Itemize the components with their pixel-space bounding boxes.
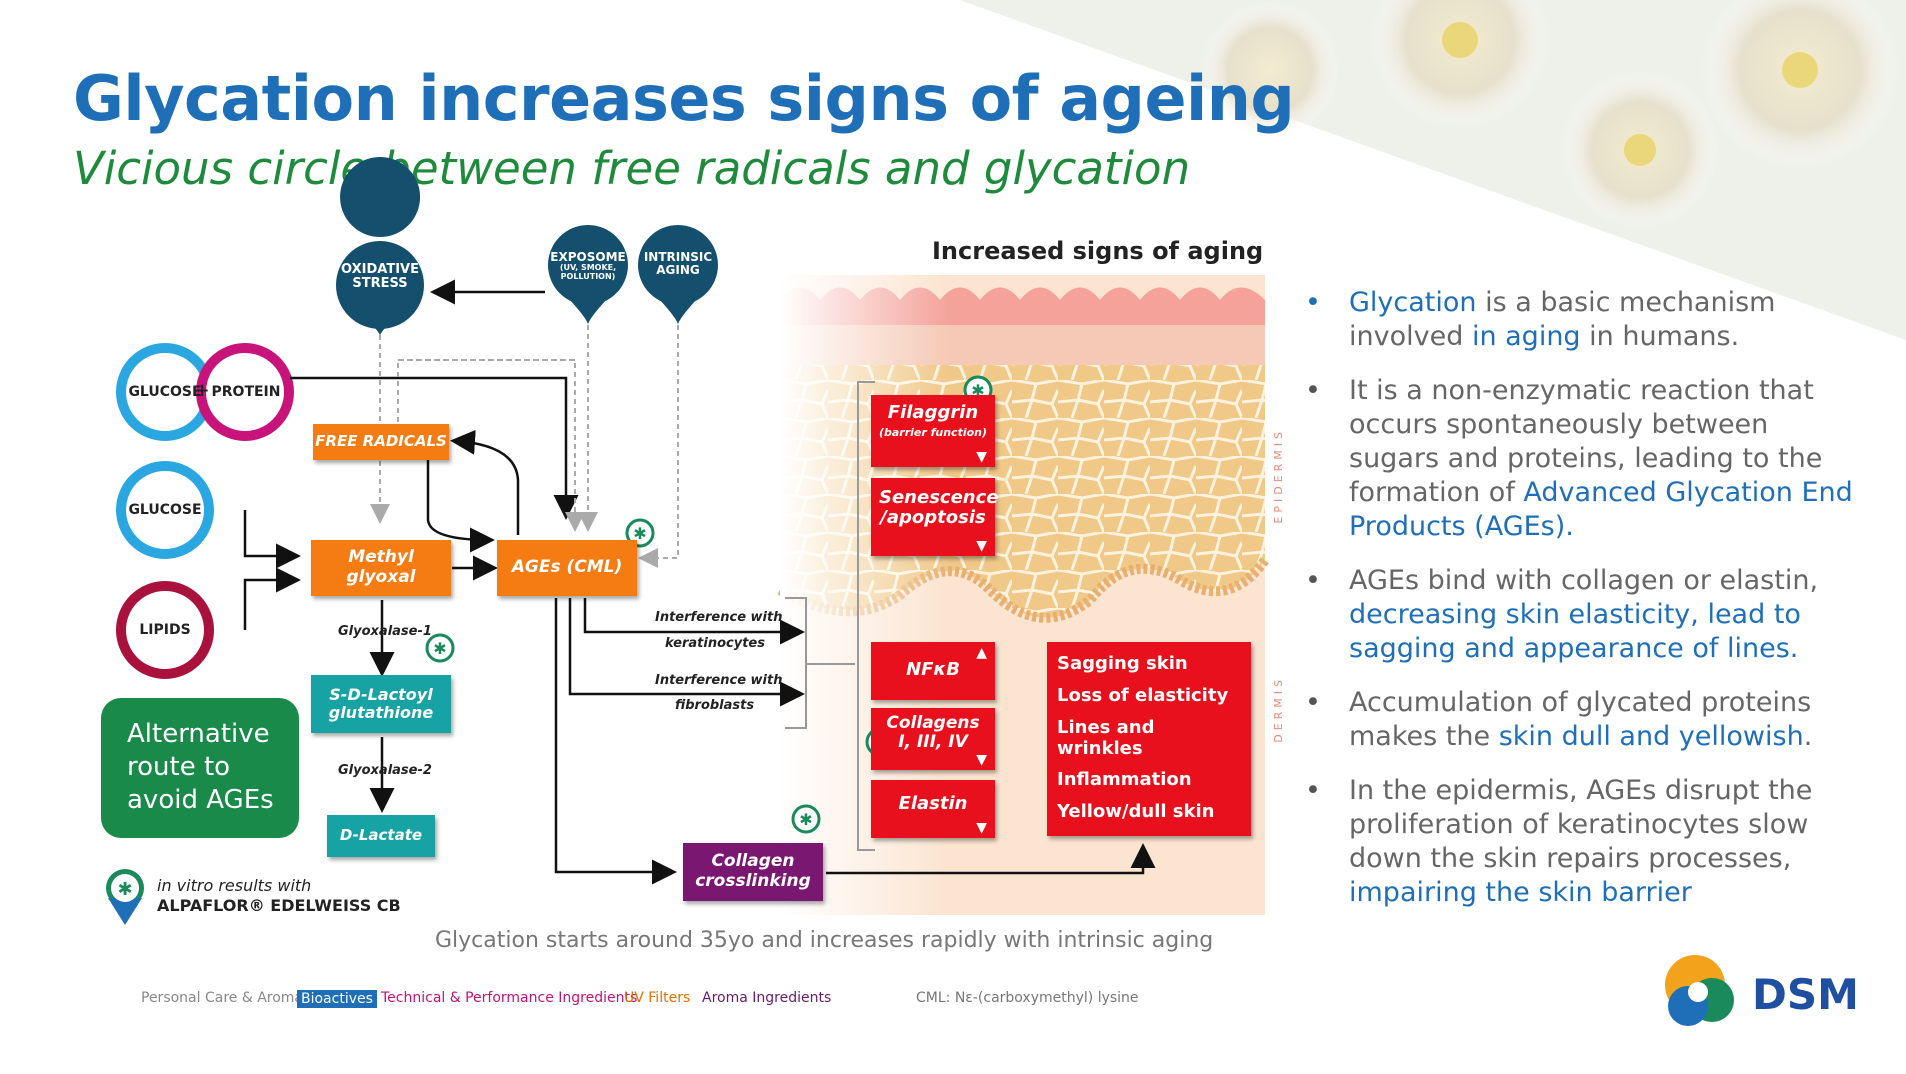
arrow-down-icon: ▼ xyxy=(976,448,987,465)
legend-line1: in vitro results with xyxy=(157,876,312,895)
dsm-logo-mark xyxy=(1665,955,1734,1026)
collagen-crosslinking-box: Collagen crosslinking xyxy=(683,843,823,901)
exposome-label: EXPOSOME (UV, SMOKE, POLLUTION) xyxy=(550,250,626,281)
footer-item-bioactives: Bioactives xyxy=(297,990,377,1008)
bullet-item: Glycation is a basic mechanism involved … xyxy=(1305,286,1865,354)
nfkb-box: NFκB ▲ xyxy=(871,642,995,700)
bullet-list: Glycation is a basic mechanism involved … xyxy=(1305,286,1865,930)
filaggrin-box: Filaggrin (barrier function) ▼ xyxy=(871,395,995,467)
sd-lactoyl-glutathione-box: S-D-Lactoyl glutathione xyxy=(311,675,451,733)
footer-item-personal-care: Personal Care & Aroma xyxy=(141,990,304,1006)
bullet-item: It is a non-enzymatic reaction that occu… xyxy=(1305,374,1865,544)
svg-text:✱: ✱ xyxy=(799,810,812,829)
page-title: Glycation increases signs of ageing xyxy=(73,62,1295,135)
page-subtitle: Vicious circle between free radicals and… xyxy=(73,142,1191,195)
methyl-glyoxal-box: Methyl glyoxal xyxy=(311,540,451,596)
glucose-label: GLUCOSE xyxy=(128,502,202,518)
footer-item-aroma: Aroma Ingredients xyxy=(702,990,832,1006)
arrow-down-icon: ▼ xyxy=(976,537,987,554)
alpaflor-marker-icon: ✱ xyxy=(791,804,821,834)
sign-item: Lines and wrinkles xyxy=(1057,717,1155,759)
interference-fibroblasts-line1: Interference with xyxy=(655,673,783,688)
glucose-top-label: GLUCOSE xyxy=(128,384,202,400)
free-radicals-box: FREE RADICALS xyxy=(313,424,449,460)
footer-cml-note: CML: Nε-(carboxymethyl) lysine xyxy=(916,990,1139,1006)
protein-label: PROTEIN xyxy=(211,384,281,400)
skin-title: Increased signs of aging xyxy=(932,237,1264,265)
ages-cml-box: AGEs (CML) xyxy=(497,540,637,596)
dsm-logo-text: DSM xyxy=(1752,970,1859,1019)
sign-item: Sagging skin xyxy=(1057,653,1188,674)
glyoxalase-2-label: Glyoxalase-2 xyxy=(338,763,432,778)
d-lactate-box: D-Lactate xyxy=(327,815,435,857)
dermis-label: DERMIS xyxy=(1272,676,1285,743)
svg-text:✱: ✱ xyxy=(633,524,646,543)
bullet-item: Accumulation of glycated proteins makes … xyxy=(1305,686,1865,754)
caption: Glycation starts around 35yo and increas… xyxy=(435,928,1214,953)
footer-item-technical: Technical & Performance Ingredients xyxy=(381,990,638,1006)
protein-circle xyxy=(196,343,294,441)
pin-oxidative-stress xyxy=(336,157,424,336)
alternative-route-box: Alternative route to avoid AGEs xyxy=(101,698,299,838)
glyoxalase-1-label: Glyoxalase-1 xyxy=(338,624,432,639)
arrow-down-icon: ▼ xyxy=(976,751,987,768)
pin-intrinsic-aging xyxy=(638,225,718,325)
legend-line2: ALPAFLOR® EDELWEISS CB xyxy=(157,896,401,915)
svg-text:✱: ✱ xyxy=(117,879,132,900)
plus-sign: + xyxy=(194,380,210,401)
pin-exposome xyxy=(548,225,628,325)
lipids-circle xyxy=(116,581,214,679)
bullet-item: AGEs bind with collagen or elastin, decr… xyxy=(1305,564,1865,666)
glucose-circle xyxy=(116,461,214,559)
svg-text:✱: ✱ xyxy=(433,639,446,658)
senescence-box: Senescence /apoptosis ▼ xyxy=(871,478,998,556)
sign-item: Yellow/dull skin xyxy=(1057,801,1215,822)
legend-marker-icon: ✱ xyxy=(106,869,144,925)
bullet-item: In the epidermis, AGEs disrupt the proli… xyxy=(1305,774,1865,910)
epidermis-label: EPIDERMIS xyxy=(1272,428,1285,524)
interference-keratinocytes-line2: keratinocytes xyxy=(665,636,765,651)
sign-item: Loss of elasticity xyxy=(1057,685,1229,706)
alpaflor-marker-icon: ✱ xyxy=(425,633,455,663)
signs-box: Sagging skin Loss of elasticity Lines an… xyxy=(1047,642,1251,836)
collagens-box: Collagens I, III, IV ▼ xyxy=(871,708,995,770)
alpaflor-marker-icon: ✱ xyxy=(625,518,655,548)
sign-item: Inflammation xyxy=(1057,769,1192,790)
arrow-down-icon: ▼ xyxy=(976,819,987,836)
arrow-up-icon: ▲ xyxy=(976,645,987,661)
lipids-label: LIPIDS xyxy=(139,622,191,638)
elastin-box: Elastin ▼ xyxy=(871,780,995,838)
interference-fibroblasts-line2: fibroblasts xyxy=(675,698,755,713)
interference-keratinocytes-line1: Interference with xyxy=(655,610,783,625)
footer-item-uv-filters: UV Filters xyxy=(624,990,691,1006)
